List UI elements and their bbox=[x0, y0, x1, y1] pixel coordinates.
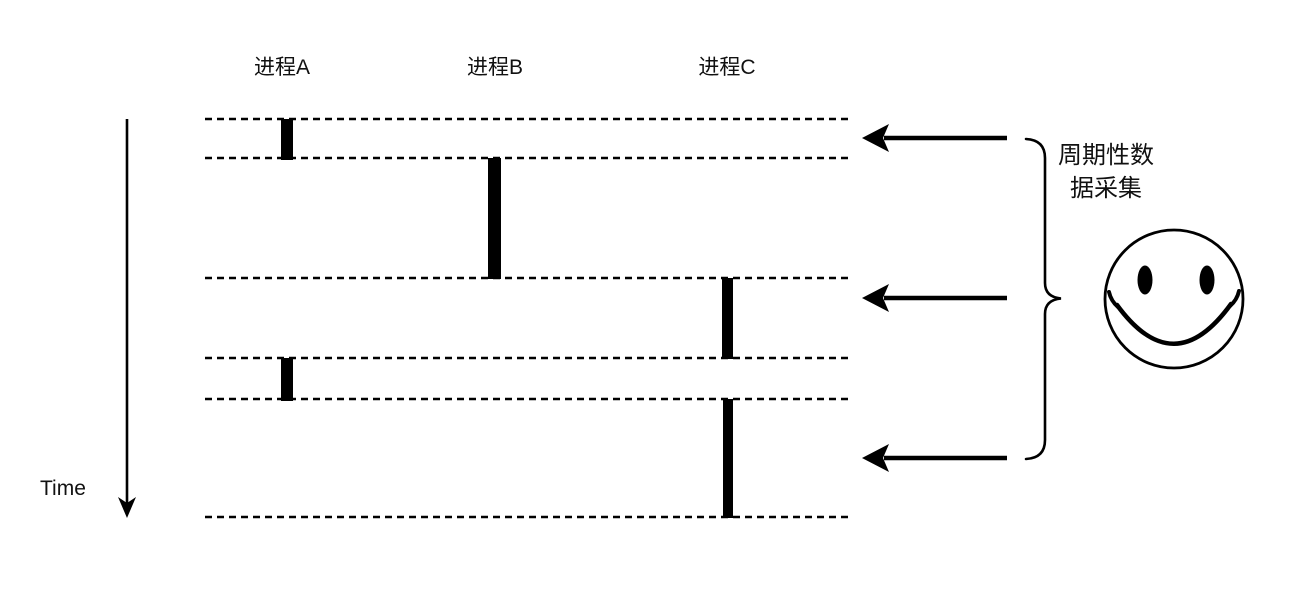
grouping-brace bbox=[1024, 137, 1062, 461]
execution-bar-process-c-2 bbox=[723, 399, 733, 518]
time-axis-arrow-icon bbox=[118, 119, 136, 518]
process-a-label: 进程A bbox=[253, 56, 311, 79]
execution-bar-process-a-1 bbox=[281, 119, 293, 160]
execution-bar-process-a-2 bbox=[281, 358, 293, 401]
smiley-face-icon bbox=[1103, 228, 1245, 370]
time-axis-label: Time bbox=[40, 477, 86, 500]
collection-arrow-2-icon bbox=[862, 284, 1007, 312]
annotation-line-2: 据采集 bbox=[1070, 175, 1142, 202]
execution-bar-process-c-1 bbox=[722, 278, 733, 359]
process-b-label: 进程B bbox=[466, 56, 524, 79]
collection-arrow-1-icon bbox=[862, 124, 1007, 152]
process-c-label: 进程C bbox=[698, 56, 756, 79]
collection-arrow-3-icon bbox=[862, 444, 1007, 472]
periodic-collection-annotation: 周期性数 据采集 bbox=[1040, 139, 1172, 205]
annotation-line-1: 周期性数 bbox=[1058, 142, 1154, 169]
execution-bar-process-b-1 bbox=[488, 158, 501, 279]
